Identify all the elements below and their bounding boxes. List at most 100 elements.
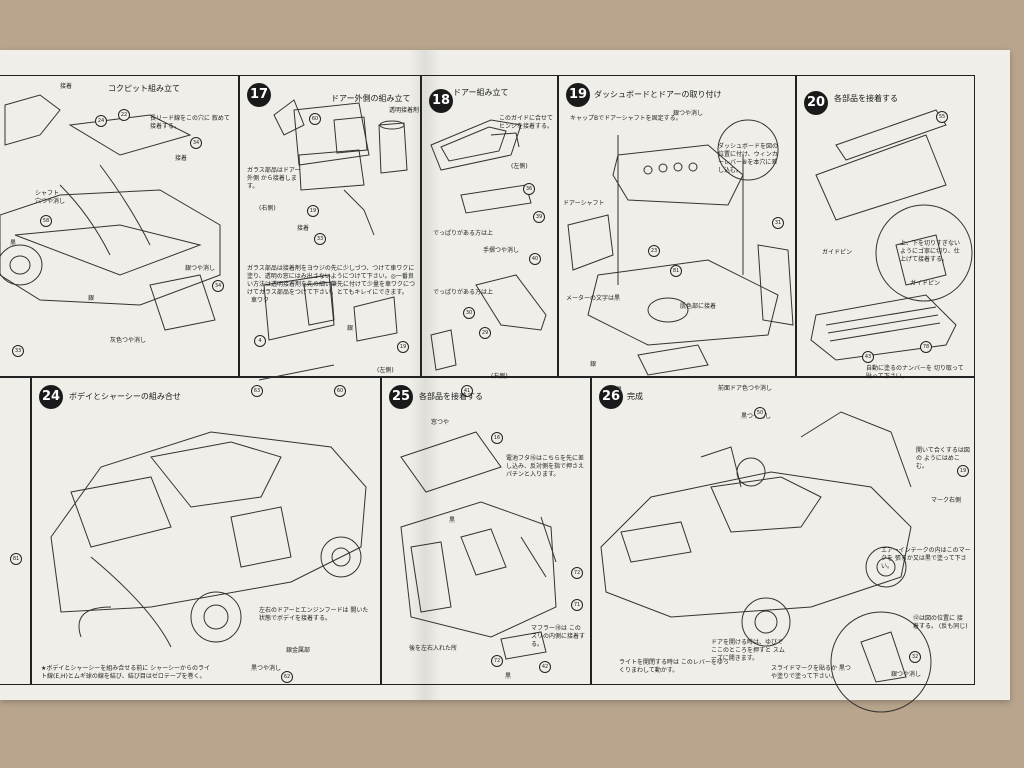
step-partial-panel: 81 [0, 377, 30, 685]
step-number: 20 [804, 91, 828, 115]
note: 後を左右入れた所 [409, 645, 458, 652]
note: ダッシュボードを図の位置に付け、ウィンカーレバー⑧を本穴に差し込む。 [718, 143, 779, 174]
note: このガイドに合せて ヒンジを接着する。 [499, 115, 554, 130]
completed-car-diagram [600, 411, 932, 713]
part-number: 29 [479, 327, 491, 339]
note: スライドマークを貼るか 黒つや塗りで塗って下さい。 [771, 665, 851, 680]
part-number: 31 [772, 217, 784, 229]
note: 銀 [347, 325, 354, 332]
step-title: ボデイとシャーシーの組み合せ [69, 392, 181, 401]
note: ガイドピン [822, 249, 853, 256]
battery-cover-diagram [400, 431, 557, 660]
rear-parts-diagram [810, 109, 973, 361]
part-number: 60 [309, 113, 321, 125]
note: (右側) [259, 205, 276, 212]
step-number: 24 [39, 385, 63, 409]
note: 前面ドア色つや消し [718, 385, 773, 392]
part-number: 34 [190, 137, 202, 149]
note: 銀つや消し [891, 671, 922, 678]
panel-divider [590, 376, 592, 685]
note: ドアーシャフト [563, 200, 605, 207]
panel-divider [238, 75, 240, 376]
note: 車ワク [251, 297, 270, 304]
note: 接着 [60, 83, 73, 90]
step-title: 各部品を接着する [419, 392, 483, 401]
note: 黒 [10, 240, 17, 247]
row-divider [0, 376, 975, 378]
step-24-panel: 24 ボデイとシャーシーの組み合せ 左右のドアーとエンジンフードは 開いた状態で… [31, 377, 380, 685]
step-number: 17 [247, 83, 271, 107]
note: ガイドピン [910, 280, 941, 287]
note: シャフト 穴つや消し [35, 190, 66, 205]
step-25-panel: 25 各部品を接着する 窓つや 電池フタ⑯はこちらを先に差し込み、反対側を指で押… [381, 377, 590, 685]
note: ガラス部品は接着剤をヨウジの先に少しづつ、つけて車ワクに塗り、透明の窓にはみ出さ… [247, 265, 416, 296]
note: 電池フタ⑯はこちらを先に差し込み、反対側を指で押さえパチンと入ります。 [506, 455, 585, 478]
part-number: 43 [862, 351, 874, 363]
part-number: 41 [461, 385, 473, 397]
part-number: 16 [491, 432, 503, 444]
note: 黒つや消し [251, 665, 282, 672]
note: ドアを開ける時は、ゆびで ここのところを押すと スムーズに開きます。 [711, 639, 785, 662]
part-number: 60 [334, 385, 346, 397]
part-number: 72 [491, 655, 503, 667]
note: 開いて合くするは図の ようにはめこむ。 [916, 447, 970, 470]
body-chassis-diagram [50, 431, 367, 648]
part-number: 19 [957, 465, 969, 477]
note: 上、下を切りすぎないようにゴ寧に切り、仕上げて接着する。 [900, 240, 961, 263]
step-cockpit-panel: コクピット組み立て 接着 長リード線をこの穴に 叙めて接着する。 シャフト 穴つ… [0, 75, 238, 376]
note: でっぱりがある方は上 [433, 289, 494, 296]
note: (左側) [511, 163, 528, 170]
part-number: 24 [95, 115, 107, 127]
note: 銀金属部 [286, 647, 311, 654]
panel-divider [420, 75, 422, 376]
note: マフラー⑱は このスリの内側に接着する。 [531, 625, 586, 648]
part-number: 32 [909, 651, 921, 663]
step-18-panel: 18 ドアー組み立て このガイドに合せて ヒンジを接着する。 (左側) でっぱり… [421, 75, 557, 397]
part-number: 33 [12, 345, 24, 357]
part-number: 58 [40, 215, 52, 227]
panel-divider [795, 75, 797, 376]
note: ガラス部品はドアー外側 から接着します。 [247, 167, 301, 190]
note: 自動に塗るのナンバーを 切り取って貼って下さい。 [866, 365, 964, 380]
note: 接着 [175, 155, 188, 162]
step-number: 26 [599, 385, 623, 409]
part-number: 19 [397, 341, 409, 353]
note: 灰色つや消し [110, 337, 147, 344]
note: 黒 [505, 673, 512, 680]
step-19-panel: 19 ダッシュボードとドアーの取り付け キャップBでドアーシャフトを固定する。 … [558, 75, 795, 394]
panel-divider [380, 376, 382, 685]
instruction-sheet: コクピット組み立て 接着 長リード線をこの穴に 叙めて接着する。 シャフト 穴つ… [0, 50, 1010, 713]
note: エアーインテークの内はこのマークを 張るか又は黒で塗って下さい。 [881, 547, 971, 570]
note: 窓つや [431, 419, 450, 426]
note: 透明接着剤 [389, 107, 420, 114]
panel-grid-frame [0, 75, 975, 685]
step-title: ドアー組み立て [453, 88, 509, 97]
note: (左側) [377, 367, 394, 374]
step-number: 18 [429, 89, 453, 113]
note: キャップBでドアーシャフトを固定する。 [570, 115, 682, 122]
note: でっぱりがある方は上 [433, 230, 494, 237]
step-20-panel: 20 各部品を接着する ガイドピン 上、下を切りすぎないようにゴ寧に切り、仕上げ… [796, 75, 975, 380]
part-number: 81 [670, 265, 682, 277]
note: 銀 [88, 295, 95, 302]
step-number: 25 [389, 385, 413, 409]
step-title: コクピット組み立て [108, 84, 180, 93]
step-17-panel: 17 ドアー外側の組み立て 透明接着剤 ガラス部品はドアー外側 から接着します。… [239, 75, 420, 397]
part-number: 63 [251, 385, 263, 397]
note: (右側) [491, 373, 508, 380]
part-number: 39 [533, 211, 545, 223]
dashboard-door-diagram [567, 119, 794, 376]
part-number: 81 [10, 553, 22, 565]
part-number: 19 [307, 205, 319, 217]
part-number: 40 [529, 253, 541, 265]
panel-divider [30, 376, 32, 685]
part-number: 34 [212, 280, 224, 292]
part-number: 78 [920, 341, 932, 353]
part-number: 33 [314, 233, 326, 245]
part-number: 23 [648, 245, 660, 257]
note: 黒 [449, 517, 456, 524]
door-outer-diagram [258, 99, 408, 381]
note: 左右のドアーとエンジンフードは 開いた状態でボデイを接着する。 [259, 607, 369, 622]
note: 銀つや消し [185, 265, 216, 272]
part-number: 55 [936, 111, 948, 123]
